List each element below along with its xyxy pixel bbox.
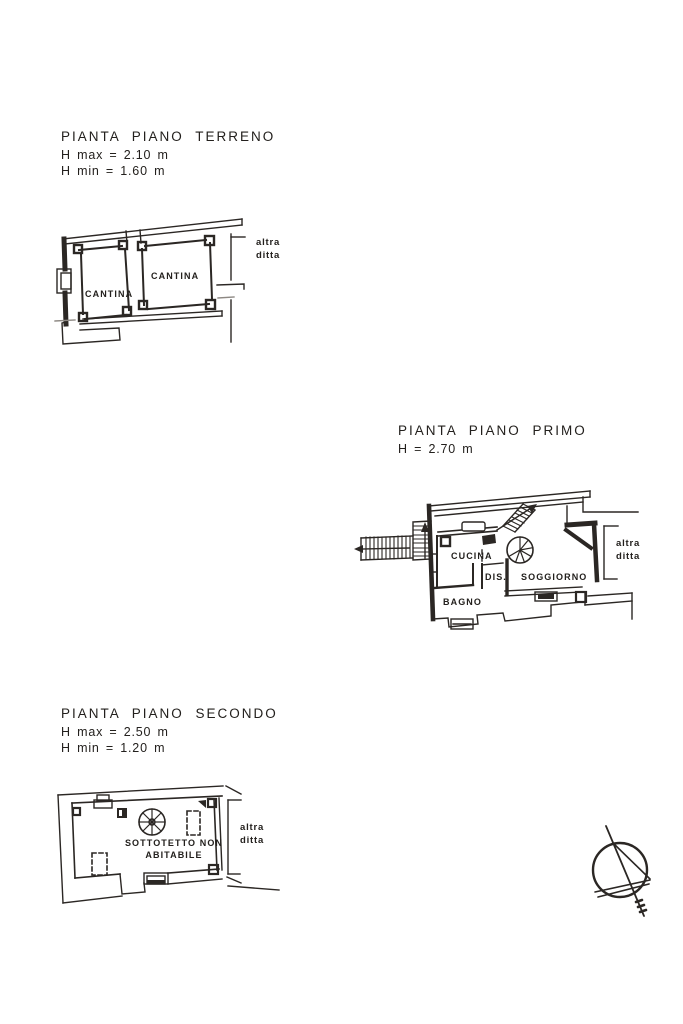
second-floor-plan-drawing [57,785,280,904]
ground-floor-title: PIANTA PIANO TERRENO [61,129,276,144]
first-floor-plan-drawing [354,490,639,630]
adjacent-owner-label-first: altra ditta [616,538,641,562]
room-label-cantina-right: CANTINA [151,271,200,281]
room-label-cantina-left: CANTINA [85,289,134,299]
room-label-dis: DIS. [485,572,507,582]
room-label-bagno: BAGNO [443,597,482,607]
ground-floor-height-max: H max = 2.10 m [61,148,169,162]
adjacent-owner-label-ground: altra ditta [256,237,281,261]
first-floor-title: PIANTA PIANO PRIMO [398,423,587,438]
second-floor-height-min: H min = 1.20 m [61,741,166,755]
second-floor-title: PIANTA PIANO SECONDO [61,706,278,721]
room-label-soggiorno: SOGGIORNO [521,572,588,582]
adjacent-owner-label-second: altra ditta [240,822,265,846]
room-label-sottotetto: SOTTOTETTO NON ABITABILE [124,838,224,860]
first-floor-height: H = 2.70 m [398,442,474,456]
north-arrow-icon [591,825,651,917]
ground-floor-height-min: H min = 1.60 m [61,164,166,178]
second-floor-height-max: H max = 2.50 m [61,725,169,739]
room-label-cucina: CUCINA [451,551,493,561]
ground-floor-plan-drawing [54,218,246,345]
